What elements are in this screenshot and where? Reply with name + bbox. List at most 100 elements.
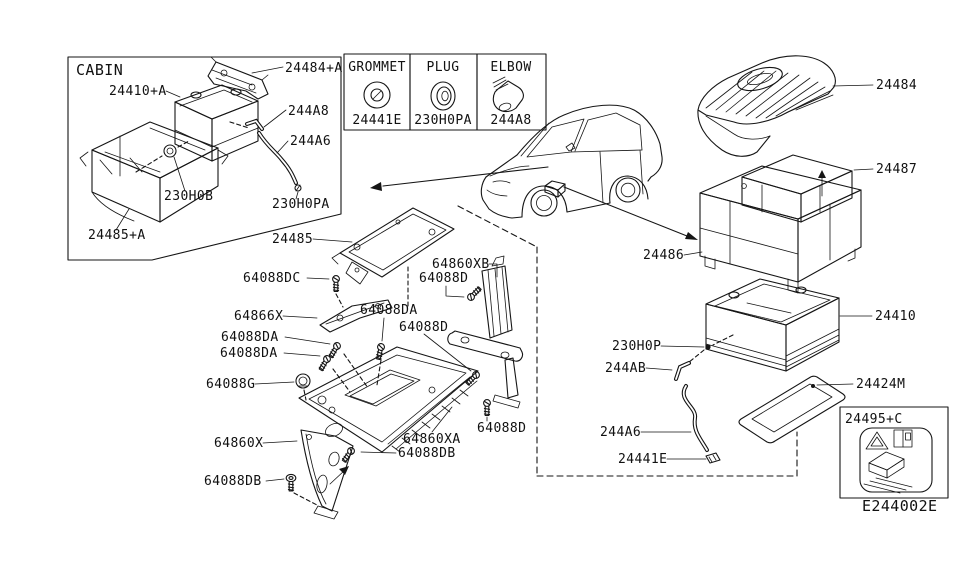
- part-label-64088d-1: 64088D: [419, 271, 468, 286]
- legend-box-border: [476, 53, 547, 131]
- leader-line: [295, 191, 299, 200]
- part-label-244a8-cabin: 244A8: [288, 104, 329, 119]
- caution-label-outline: [859, 427, 933, 493]
- leader-line: [165, 90, 181, 98]
- leader-line: [816, 383, 854, 386]
- leader-line: [660, 345, 705, 348]
- assembly-dash: [293, 492, 318, 506]
- leader-line: [263, 109, 287, 128]
- cabin-plug-230h0pa-drawing: [294, 184, 302, 192]
- assembly-dash: [303, 389, 307, 401]
- grommet-64088g-drawing: [295, 373, 311, 389]
- leader-line: [283, 352, 321, 357]
- cabin-battery-24410a-drawing: [174, 84, 259, 162]
- leader-line: [284, 336, 331, 345]
- battery-24410-drawing: [705, 278, 840, 372]
- leader-line: [265, 478, 285, 482]
- battery-box-icon: [868, 451, 905, 479]
- hatched-mat-icon: [863, 477, 913, 494]
- cabin-bracket-24485a-drawing: [79, 121, 229, 223]
- leader-line: [276, 140, 289, 154]
- part-label-64860xb: 64860XB: [432, 257, 490, 272]
- cabin-section-title: CABIN: [76, 61, 123, 79]
- plug-icon: [430, 81, 456, 111]
- part-label-64860x: 64860X: [214, 436, 263, 451]
- assembly-dash: [177, 140, 190, 148]
- manual-book-icon: [893, 429, 913, 448]
- battery-cover-24484-drawing: [697, 55, 836, 157]
- part-label-24485: 24485: [272, 232, 313, 247]
- part-label-24410a: 24410+A: [109, 84, 167, 99]
- assembly-dash: [687, 349, 705, 364]
- leader-line: [423, 333, 472, 372]
- legend-elbow-title: ELBOW: [490, 60, 531, 75]
- engine-hose-244a6-drawing: [681, 384, 709, 452]
- part-label-244a6-cabin: 244A6: [290, 134, 331, 149]
- leader-line: [431, 406, 453, 433]
- part-label-24487: 24487: [876, 162, 917, 177]
- part-label-24485a: 24485+A: [88, 228, 146, 243]
- cabin-section: CABIN: [67, 56, 343, 261]
- bolt-64088da-2-drawing: [317, 353, 333, 373]
- legend-grommet-part: 24441E: [352, 113, 401, 128]
- part-label-24495c: 24495+C: [845, 412, 903, 427]
- part-label-230h0p: 230H0P: [612, 339, 661, 354]
- cabin-bracket-24484a-drawing: [207, 56, 269, 100]
- elbow-icon: [492, 76, 524, 113]
- bracket-64860x-drawing: [300, 429, 354, 520]
- part-label-64088d-2: 64088D: [399, 320, 448, 335]
- bolt-64088db-2-drawing: [285, 473, 297, 492]
- bracket-tray-24485-drawing: [331, 207, 455, 285]
- battery-box-24486-drawing: [699, 165, 862, 294]
- cabin-hose-244a6-drawing: [257, 131, 298, 185]
- part-label-244a6: 244A6: [600, 425, 641, 440]
- caution-label-box-24495c: 24495+C: [839, 406, 949, 499]
- leader-line: [254, 381, 295, 385]
- legend-grommet-title: GROMMET: [348, 60, 406, 75]
- part-label-24410: 24410: [875, 309, 916, 324]
- part-label-24441e: 24441E: [618, 452, 667, 467]
- grommet-icon: [363, 81, 391, 109]
- car-battery-location-marker: [544, 180, 566, 198]
- leader-line: [381, 317, 385, 342]
- part-label-64088d-3: 64088D: [477, 421, 526, 436]
- part-label-64088da-1: 64088DA: [221, 330, 279, 345]
- part-label-64088da-2: 64088DA: [220, 346, 278, 361]
- plug-230h0p-drawing: [705, 344, 711, 350]
- tray-64860xa-drawing: [298, 346, 479, 453]
- part-label-24424m: 24424M: [856, 377, 905, 392]
- assembly-dash: [332, 368, 351, 393]
- part-label-230h0b: 230H0B: [164, 189, 213, 204]
- part-label-24486: 24486: [643, 248, 684, 263]
- battery-pad-24424m-drawing: [738, 375, 846, 444]
- part-label-24484a: 24484+A: [285, 61, 343, 76]
- leader-line: [251, 66, 284, 74]
- part-label-64088dc: 64088DC: [243, 271, 301, 286]
- car-overview-drawing: [480, 104, 663, 219]
- pointer-arrow-right: [563, 186, 698, 240]
- part-label-64860xa: 64860XA: [403, 432, 461, 447]
- legend-plug-title: PLUG: [427, 60, 460, 75]
- assembly-dash: [135, 155, 163, 173]
- leader-line: [853, 168, 874, 171]
- bolt-64088d-2-drawing: [464, 369, 482, 387]
- leader-line: [312, 238, 353, 243]
- legend-plug-part: 230H0PA: [414, 113, 472, 128]
- part-label-64088db-2: 64088DB: [204, 474, 262, 489]
- legend-elbow-box: ELBOW 244A8: [476, 53, 547, 131]
- leader-line: [645, 367, 673, 371]
- battery-box-24487-drawing: [741, 154, 853, 223]
- leader-line: [832, 84, 874, 87]
- part-label-64088db-1: 64088DB: [398, 446, 456, 461]
- part-label-230h0pa-cabin: 230H0PA: [272, 197, 330, 212]
- legend-grommet-box: GROMMET 24441E: [343, 53, 411, 131]
- part-label-244ab: 244AB: [605, 361, 646, 376]
- caution-box-border: [839, 406, 949, 499]
- legend-elbow-part: 244A8: [490, 113, 531, 128]
- assembly-dash: [712, 334, 734, 346]
- part-label-64088da-center: 64088DA: [360, 303, 418, 318]
- leader-line: [360, 451, 397, 454]
- assembly-dash: [229, 121, 250, 129]
